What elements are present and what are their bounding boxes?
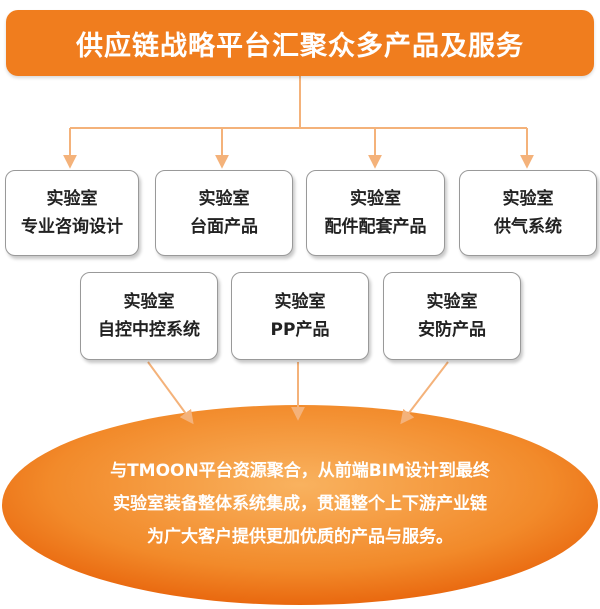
box-label-line1: 实验室 <box>502 189 554 209</box>
summary-ellipse <box>2 405 598 605</box>
box-label-line1: 实验室 <box>350 189 401 209</box>
box-label-line1: 实验室 <box>426 292 478 312</box>
box-countertop: 实验室 台面产品 <box>155 170 293 256</box>
box-pp-products: 实验室 PP产品 <box>231 272 369 360</box>
box-label-line2: 自控中控系统 <box>98 320 200 340</box>
box-control-system: 实验室 自控中控系统 <box>80 272 218 360</box>
box-label-line1: 实验室 <box>123 292 175 312</box>
top-connectors <box>63 76 534 169</box>
box-accessories: 实验室 配件配套产品 <box>306 170 445 256</box>
summary-line2: 实验室装备整体系统集成，贯通整个上下游产业链 <box>113 494 487 514</box>
bottom-connectors <box>147 361 449 425</box>
box-label-line1: 实验室 <box>46 189 98 209</box>
box-safety-products: 实验室 安防产品 <box>383 272 521 360</box>
header-title: 供应链战略平台汇聚众多产品及服务 <box>76 30 524 62</box>
box-gas-supply: 实验室 供气系统 <box>459 170 597 256</box>
box-label-line2: 台面产品 <box>190 217 258 237</box>
box-consulting-design: 实验室 专业咨询设计 <box>5 170 139 256</box>
box-label-line2: 安防产品 <box>418 320 486 340</box>
header-banner: 供应链战略平台汇聚众多产品及服务 <box>6 10 594 76</box>
box-label-line2: 供气系统 <box>494 217 562 237</box>
box-label-line2: 专业咨询设计 <box>21 217 123 237</box>
box-label-line1: 实验室 <box>198 189 250 209</box>
summary-text: 与TMOON平台资源聚合，从前端BIM设计到最终 实验室装备整体系统集成，贯通整… <box>40 455 560 554</box>
box-label-line2: 配件配套产品 <box>324 217 427 237</box>
box-label-line2: PP产品 <box>270 320 330 340</box>
box-label-line1: 实验室 <box>274 292 326 312</box>
summary-line1: 与TMOON平台资源聚合，从前端BIM设计到最终 <box>110 461 490 481</box>
summary-line3: 为广大客户提供更加优质的产品与服务。 <box>147 527 453 547</box>
